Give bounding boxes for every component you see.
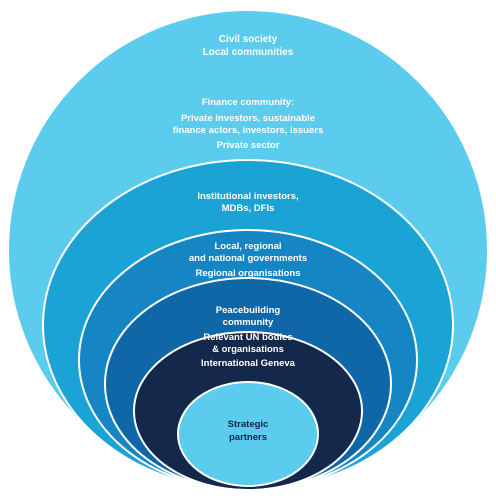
civil-society-label-line2: Local communities: [203, 47, 294, 58]
peacebuilding-label-line2: community: [223, 317, 274, 328]
peacebuilding-label-line3: Relevant UN bodies: [203, 332, 292, 343]
finance-community-label-line3: finance actors, investors, issuers: [173, 125, 323, 136]
core-strategic-partners: [177, 381, 319, 487]
peacebuilding-label-line5: International Geneva: [201, 358, 296, 369]
governments-label-line1: Local, regional: [214, 241, 281, 252]
civil-society-label-line1: Civil society: [219, 34, 278, 45]
institutional-investors-label-line1: Institutional investors,: [197, 191, 298, 202]
peacebuilding-label-line1: Peacebuilding: [216, 305, 281, 316]
strategic-partners-label-line2: partners: [229, 432, 267, 443]
finance-community-label-line4: Private sector: [217, 140, 280, 151]
governments-label-line3: Regional organisations: [195, 268, 300, 279]
peacebuilding-label-line4: & organisations: [212, 344, 284, 355]
governments-label-line2: and national governments: [189, 253, 307, 264]
finance-community-label-line2: Private investors, sustainable: [181, 113, 315, 124]
finance-community-label-line1: Finance community:: [202, 97, 294, 108]
strategic-partners-label-line1: Strategic: [228, 419, 269, 430]
institutional-investors-label-line2: MDBs, DFIs: [222, 203, 275, 214]
